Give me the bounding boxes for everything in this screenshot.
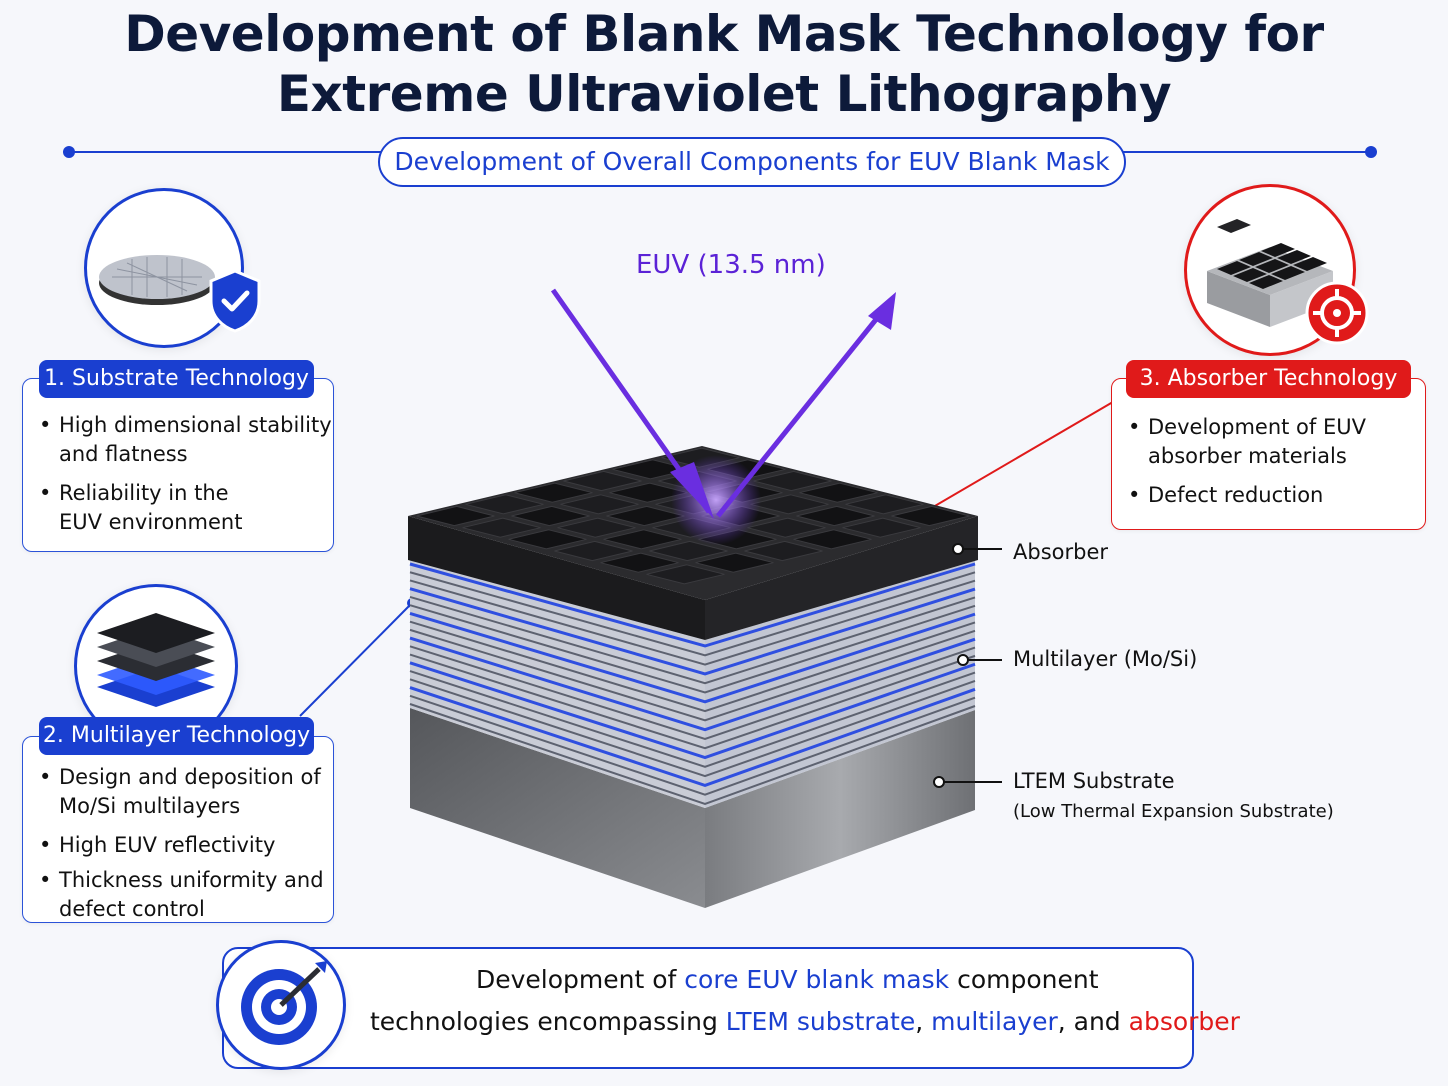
absorber-pattern-cell — [799, 482, 878, 503]
absorber-bullet-2: Defect reduction — [1128, 481, 1425, 510]
absorber-pattern-cell — [796, 505, 875, 527]
euv-reflected-arrowhead — [868, 292, 896, 330]
absorber-pattern-cell — [646, 564, 725, 585]
substrate-layer-sublabel: (Low Thermal Expansion Substrate) — [1013, 801, 1334, 822]
absorber-pattern-cell — [508, 529, 587, 550]
multilayer-stripe — [409, 645, 976, 740]
absorber-pattern-cell — [845, 494, 924, 515]
absorber-grid-icon — [1207, 219, 1333, 327]
absorber-pattern-cell — [511, 505, 590, 527]
substrate-tag: 1. Substrate Technology — [39, 360, 314, 398]
absorber-pattern-cell — [465, 494, 544, 515]
absorber-pattern-cell — [649, 540, 728, 562]
absorber-pattern-cell — [793, 529, 872, 550]
absorber-pattern-cell — [695, 552, 774, 573]
shield-check-icon — [209, 269, 261, 333]
summary-icon-circle — [216, 940, 346, 1070]
absorber-pattern-cell — [891, 505, 970, 527]
multilayer-stripe — [409, 670, 976, 768]
summary-line-2: technologies encompassing LTEM substrate… — [370, 1007, 1240, 1036]
absorber-pattern-cell — [750, 494, 829, 515]
substrate-pointer-dot — [933, 776, 945, 788]
absorber-pattern-cell — [600, 552, 679, 573]
layer-stack-icon — [97, 613, 215, 707]
multilayer-stripe — [409, 571, 976, 657]
multilayer-stripe — [409, 661, 976, 760]
absorber-pattern-cell — [563, 470, 642, 492]
multilayer-stripes — [409, 562, 976, 806]
substrate-layer-label: LTEM Substrate — [1013, 769, 1175, 793]
euv-incident-arrowhead — [670, 462, 714, 519]
absorber-pattern-cell — [606, 505, 685, 527]
subtitle-pill: Development of Overall Components for EU… — [378, 137, 1126, 187]
multilayer-stripe — [409, 604, 976, 694]
euv-wavelength-label: EUV (13.5 nm) — [636, 250, 826, 280]
multilayer-stripe — [409, 703, 976, 806]
absorber-connector — [927, 391, 1131, 511]
multilayer-stripe — [409, 686, 976, 787]
absorber-pattern-cell — [753, 470, 832, 492]
target-icon — [1305, 281, 1369, 345]
title-line-1: Development of Blank Mask Technology for — [124, 5, 1324, 63]
absorber-pattern-cell — [514, 482, 593, 503]
absorber-tag: 3. Absorber Technology — [1126, 360, 1411, 398]
absorber-pattern-cell — [554, 540, 633, 562]
substrate-left-face — [410, 708, 705, 908]
absorber-right-face — [705, 516, 978, 640]
multilayer-stripe — [409, 694, 976, 796]
multilayer-tag: 2. Multilayer Technology — [39, 717, 314, 755]
absorber-icon-circle — [1184, 184, 1369, 356]
absorber-pattern-cell — [744, 540, 823, 562]
multilayer-stripe — [409, 628, 976, 722]
bullseye-icon — [241, 961, 327, 1045]
multilayer-pointer-dot — [957, 654, 969, 666]
subtitle-dot-left — [63, 146, 75, 158]
absorber-layer-label: Absorber — [1013, 540, 1109, 564]
absorber-pattern-cell — [416, 505, 495, 527]
multilayer-stripe — [409, 636, 976, 732]
substrate-right-face — [705, 710, 975, 908]
absorber-pattern-cell — [603, 529, 682, 550]
multilayer-stripe — [409, 620, 976, 713]
absorber-left-face — [408, 516, 705, 640]
substrate-icon-circle — [84, 188, 261, 348]
absorber-pattern-cell — [747, 517, 826, 538]
multilayer-stripe — [409, 611, 976, 704]
multilayer-stripe — [409, 579, 976, 666]
multilayer-stripe — [409, 587, 976, 676]
wafer-icon — [99, 255, 215, 305]
absorber-pointer-dot — [952, 543, 964, 555]
multilayer-connector — [299, 602, 413, 717]
absorber-pattern-cell — [842, 517, 921, 538]
title-line-2: Extreme Ultraviolet Lithography — [276, 65, 1172, 123]
subtitle-dot-right — [1365, 146, 1377, 158]
summary-box: Development of core EUV blank mask compo… — [222, 947, 1240, 1069]
multilayer-layer-label: Multilayer (Mo/Si) — [1013, 647, 1198, 671]
multilayer-stripe — [409, 595, 976, 685]
page-title: Development of Blank Mask Technology for… — [0, 4, 1448, 124]
multilayer-stripe — [409, 562, 976, 648]
multilayer-bullet-2: High EUV reflectivity — [39, 831, 333, 860]
absorber-pattern-cell — [462, 517, 541, 538]
euv-reflected-ray — [716, 310, 884, 518]
multilayer-stripe — [409, 653, 976, 750]
absorber-pattern-cell — [557, 517, 636, 538]
absorber-pattern-cell — [560, 494, 639, 515]
multilayer-stripe — [409, 678, 976, 778]
summary-line-1: Development of core EUV blank mask compo… — [476, 965, 1099, 994]
